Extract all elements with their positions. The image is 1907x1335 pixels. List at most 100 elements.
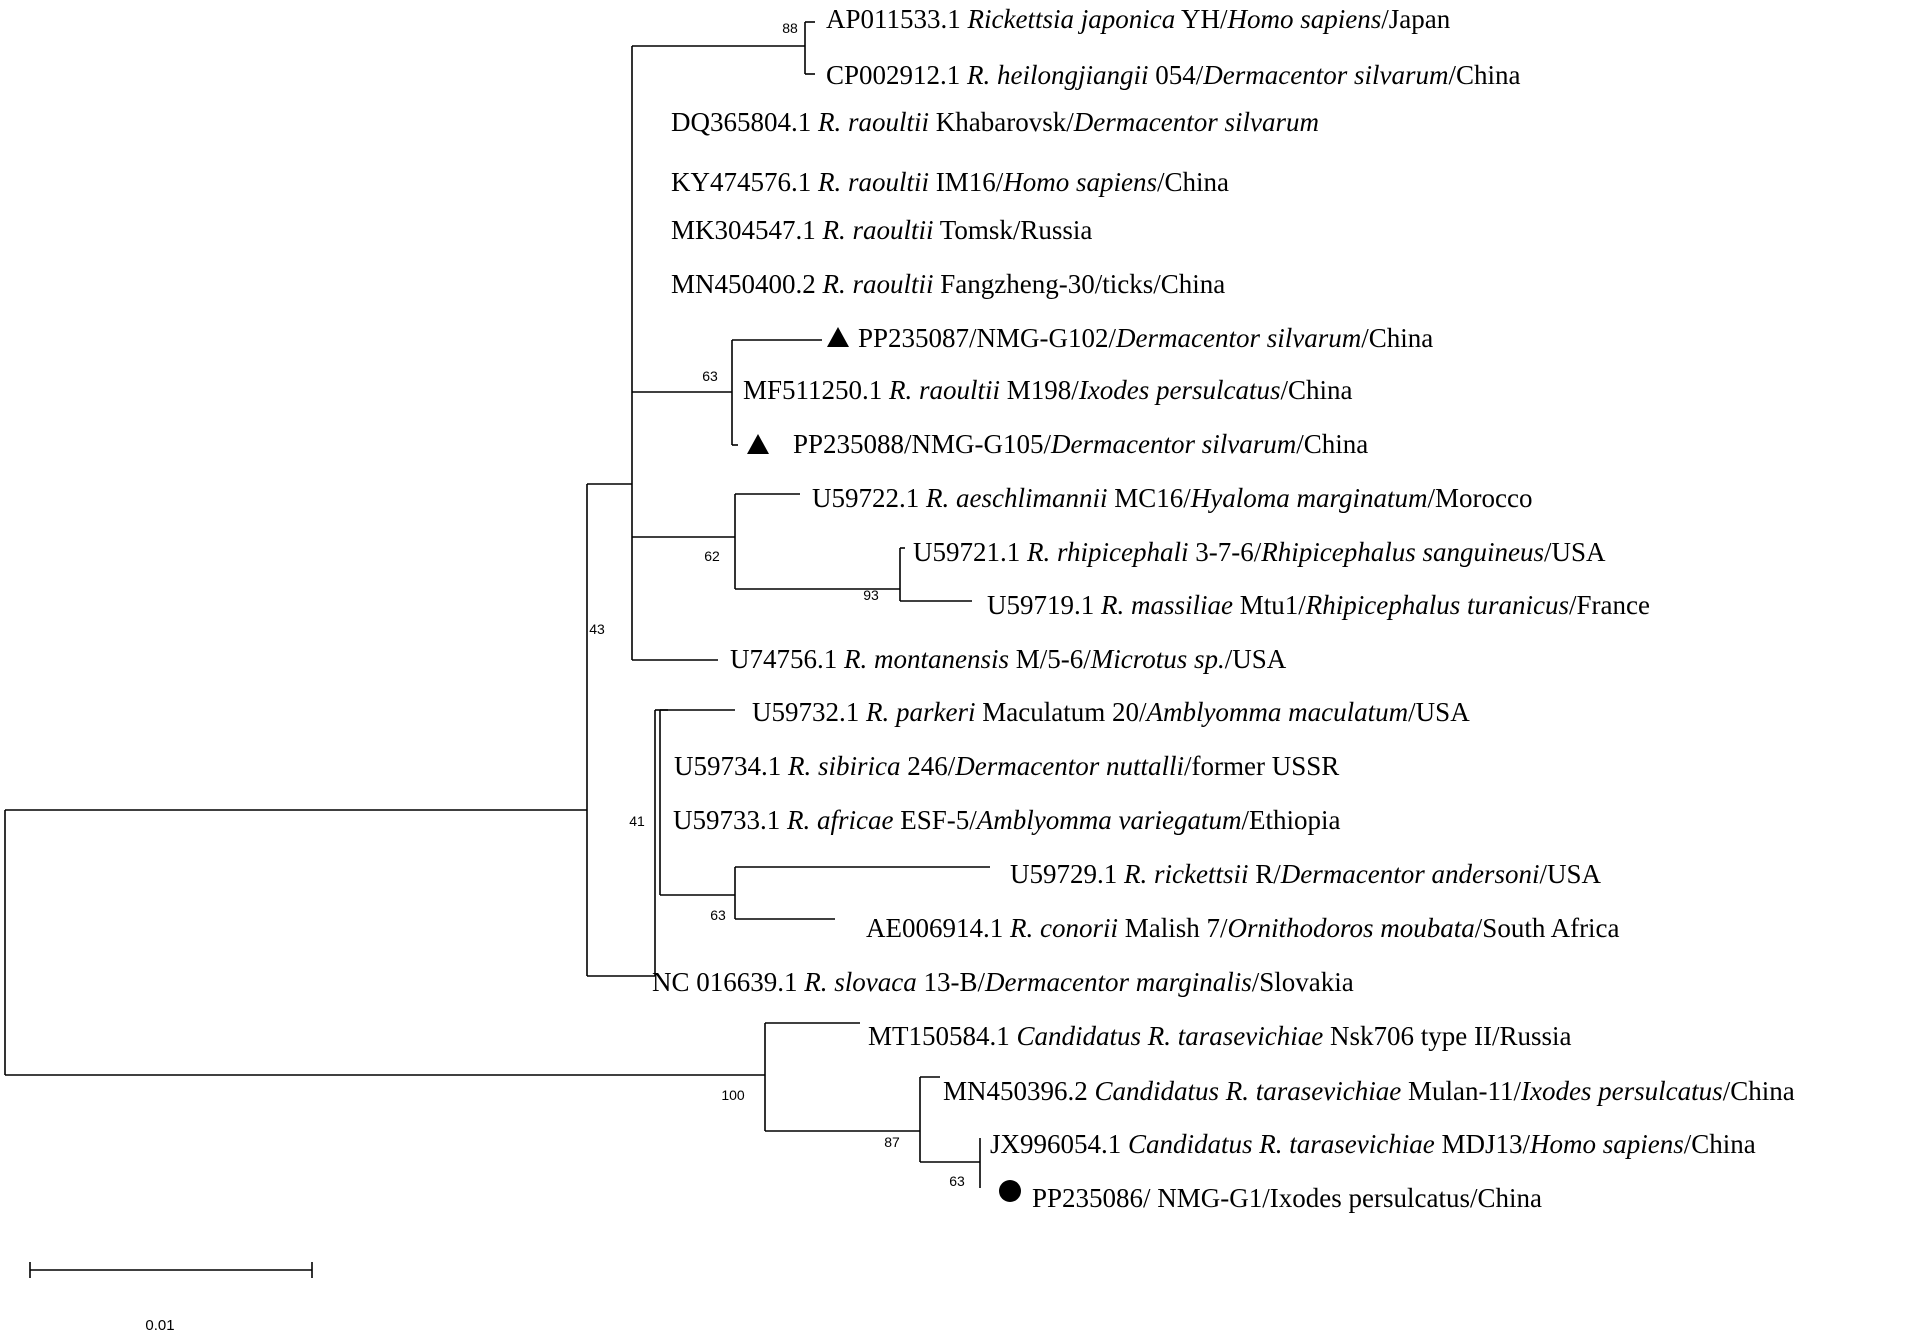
leaf-label-italic: Dermacentor marginalis: [984, 967, 1252, 997]
leaf-label-italic: Homo sapiens: [1226, 4, 1381, 34]
leaf-label-text: 246/: [901, 751, 956, 781]
leaf-label-text: Khabarovsk/: [929, 107, 1074, 137]
leaf-label-text: M/5-6/: [1009, 644, 1091, 674]
leaf-label-text: NC 016639.1: [652, 967, 804, 997]
leaf-label-text: /Japan: [1381, 4, 1450, 34]
leaf-label-text: U59719.1: [987, 590, 1101, 620]
leaf-label-italic: Rhipicephalus turanicus: [1305, 590, 1569, 620]
leaf-label-text: U59733.1: [673, 805, 787, 835]
bootstrap-value: 63: [702, 368, 718, 384]
leaf-label: U59734.1 R. sibirica 246/Dermacentor nut…: [674, 751, 1339, 781]
leaf-label-text: /China: [1449, 60, 1521, 90]
leaf-label-italic: Rhipicephalus sanguineus: [1260, 537, 1544, 567]
leaf-label: U59719.1 R. massiliae Mtu1/Rhipicephalus…: [987, 590, 1650, 620]
leaf-label-italic: R. africae: [786, 805, 893, 835]
leaf-label-italic: Microtus sp.: [1090, 644, 1225, 674]
leaf-label-text: PP235086/ NMG-G1/Ixodes persulcatus/Chin…: [1032, 1183, 1542, 1213]
leaf-label-italic: Ixodes persulcatus: [1520, 1076, 1723, 1106]
leaf-label-text: MN450400.2: [671, 269, 823, 299]
leaf-label-text: U59721.1: [913, 537, 1027, 567]
leaf-label: U59729.1 R. rickettsii R/Dermacentor and…: [1010, 859, 1601, 889]
bootstrap-value: 43: [589, 621, 605, 637]
leaf-label-italic: R. parkeri: [865, 697, 975, 727]
leaf-label-text: JX996054.1: [990, 1129, 1128, 1159]
leaf-label-italic: R. montanensis: [843, 644, 1009, 674]
leaf-label-text: U59729.1: [1010, 859, 1124, 889]
leaf-label: KY474576.1 R. raoultii IM16/Homo sapiens…: [671, 167, 1229, 197]
leaf-label-text: /China: [1723, 1076, 1795, 1106]
leaf-label-italic: Dermacentor silvarum: [1050, 429, 1296, 459]
leaf-label: MN450400.2 R. raoultii Fangzheng-30/tick…: [671, 269, 1225, 299]
leaf-label-text: MC16/: [1107, 483, 1191, 513]
leaf-label-italic: Hyaloma marginatum: [1190, 483, 1428, 513]
leaf-label-text: /China: [1361, 323, 1433, 353]
triangle-marker: [747, 434, 769, 454]
bootstrap-value: 93: [863, 587, 879, 603]
leaf-label: JX996054.1 Candidatus R. tarasevichiae M…: [990, 1129, 1756, 1159]
leaf-label-italic: R. raoultii: [817, 107, 929, 137]
leaf-label-italic: Ornithodoros moubata: [1228, 913, 1475, 943]
leaf-label-text: /South Africa: [1475, 913, 1620, 943]
leaf-label: AP011533.1 Rickettsia japonica YH/Homo s…: [826, 4, 1451, 34]
leaf-label-italic: R. raoultii: [888, 375, 1000, 405]
leaf-label-text: Nsk706 type II/Russia: [1323, 1021, 1571, 1051]
tree-branches: [4, 21, 990, 1188]
leaf-label-italic: Dermacentor silvarum: [1115, 323, 1361, 353]
leaf-label-italic: R. raoultii: [822, 215, 934, 245]
leaf-label-italic: Candidatus R. tarasevichiae: [1095, 1076, 1402, 1106]
leaf-label-text: MT150584.1: [868, 1021, 1017, 1051]
leaf-label-text: M198/: [1000, 375, 1079, 405]
leaf-label-text: Tomsk/Russia: [934, 215, 1093, 245]
leaf-label: PP235087/NMG-G102/Dermacentor silvarum/C…: [858, 323, 1433, 353]
leaf-label-text: U59722.1: [812, 483, 926, 513]
triangle-marker: [827, 327, 849, 347]
leaf-label-italic: R. conorii: [1009, 913, 1118, 943]
leaf-label-italic: Rickettsia japonica: [967, 4, 1176, 34]
scale-bar-label: 0.01: [145, 1317, 174, 1334]
leaf-label-text: R/: [1248, 859, 1281, 889]
leaf-label: MT150584.1 Candidatus R. tarasevichiae N…: [868, 1021, 1571, 1051]
leaf-label-text: U74756.1: [730, 644, 844, 674]
bootstrap-value: 41: [629, 813, 645, 829]
leaf-label-italic: R. heilongjiangii: [966, 60, 1149, 90]
leaf-label-text: /USA: [1544, 537, 1606, 567]
leaf-label-text: MDJ13/: [1435, 1129, 1531, 1159]
leaf-label-text: Fangzheng-30/ticks/China: [934, 269, 1226, 299]
bootstrap-value: 63: [710, 907, 726, 923]
leaf-label-italic: R. raoultii: [822, 269, 934, 299]
leaf-label-text: /Ethiopia: [1241, 805, 1340, 835]
leaf-label-text: MK304547.1: [671, 215, 823, 245]
leaf-label-text: U59734.1: [674, 751, 788, 781]
leaf-label-text: Maculatum 20/: [975, 697, 1146, 727]
leaf-label: PP235086/ NMG-G1/Ixodes persulcatus/Chin…: [1032, 1183, 1542, 1213]
leaf-label-text: KY474576.1: [671, 167, 818, 197]
leaf-label-text: DQ365804.1: [671, 107, 818, 137]
leaf-label-italic: Candidatus R. tarasevichiae: [1017, 1021, 1324, 1051]
leaf-label-italic: Homo sapiens: [1529, 1129, 1684, 1159]
leaf-label-text: ESF-5/: [893, 805, 977, 835]
leaf-label-text: Mulan-11/: [1401, 1076, 1521, 1106]
leaf-label: CP002912.1 R. heilongjiangii 054/Dermace…: [826, 60, 1521, 90]
leaf-label-text: MF511250.1: [743, 375, 889, 405]
leaf-label-text: IM16/: [929, 167, 1004, 197]
leaf-label: U59721.1 R. rhipicephali 3-7-6/Rhipiceph…: [913, 537, 1606, 567]
leaf-label-text: Mtu1/: [1233, 590, 1306, 620]
leaf-label-text: PP235088/NMG-G105/: [793, 429, 1052, 459]
leaf-label-text: AP011533.1: [826, 4, 968, 34]
leaf-label-text: /Morocco: [1428, 483, 1533, 513]
leaf-label-italic: Amblyomma variegatum: [975, 805, 1242, 835]
scale-bar: 0.01: [29, 1262, 313, 1334]
bootstrap-value: 63: [949, 1173, 965, 1189]
leaf-label-text: 3-7-6/: [1189, 537, 1262, 567]
leaf-label-text: /USA: [1225, 644, 1287, 674]
leaf-label: U59732.1 R. parkeri Maculatum 20/Amblyom…: [752, 697, 1470, 727]
leaf-label-text: /Slovakia: [1252, 967, 1354, 997]
leaf-label: PP235088/NMG-G105/Dermacentor silvarum/C…: [793, 429, 1368, 459]
leaf-label-text: /China: [1684, 1129, 1756, 1159]
leaf-label-italic: R. rickettsii: [1123, 859, 1248, 889]
leaf-label-text: Malish 7/: [1118, 913, 1228, 943]
leaf-label-italic: Dermacentor andersoni: [1280, 859, 1540, 889]
leaf-label-text: /France: [1569, 590, 1650, 620]
leaf-label-italic: Dermacentor nuttalli: [954, 751, 1184, 781]
leaf-label-text: YH/: [1175, 4, 1228, 34]
